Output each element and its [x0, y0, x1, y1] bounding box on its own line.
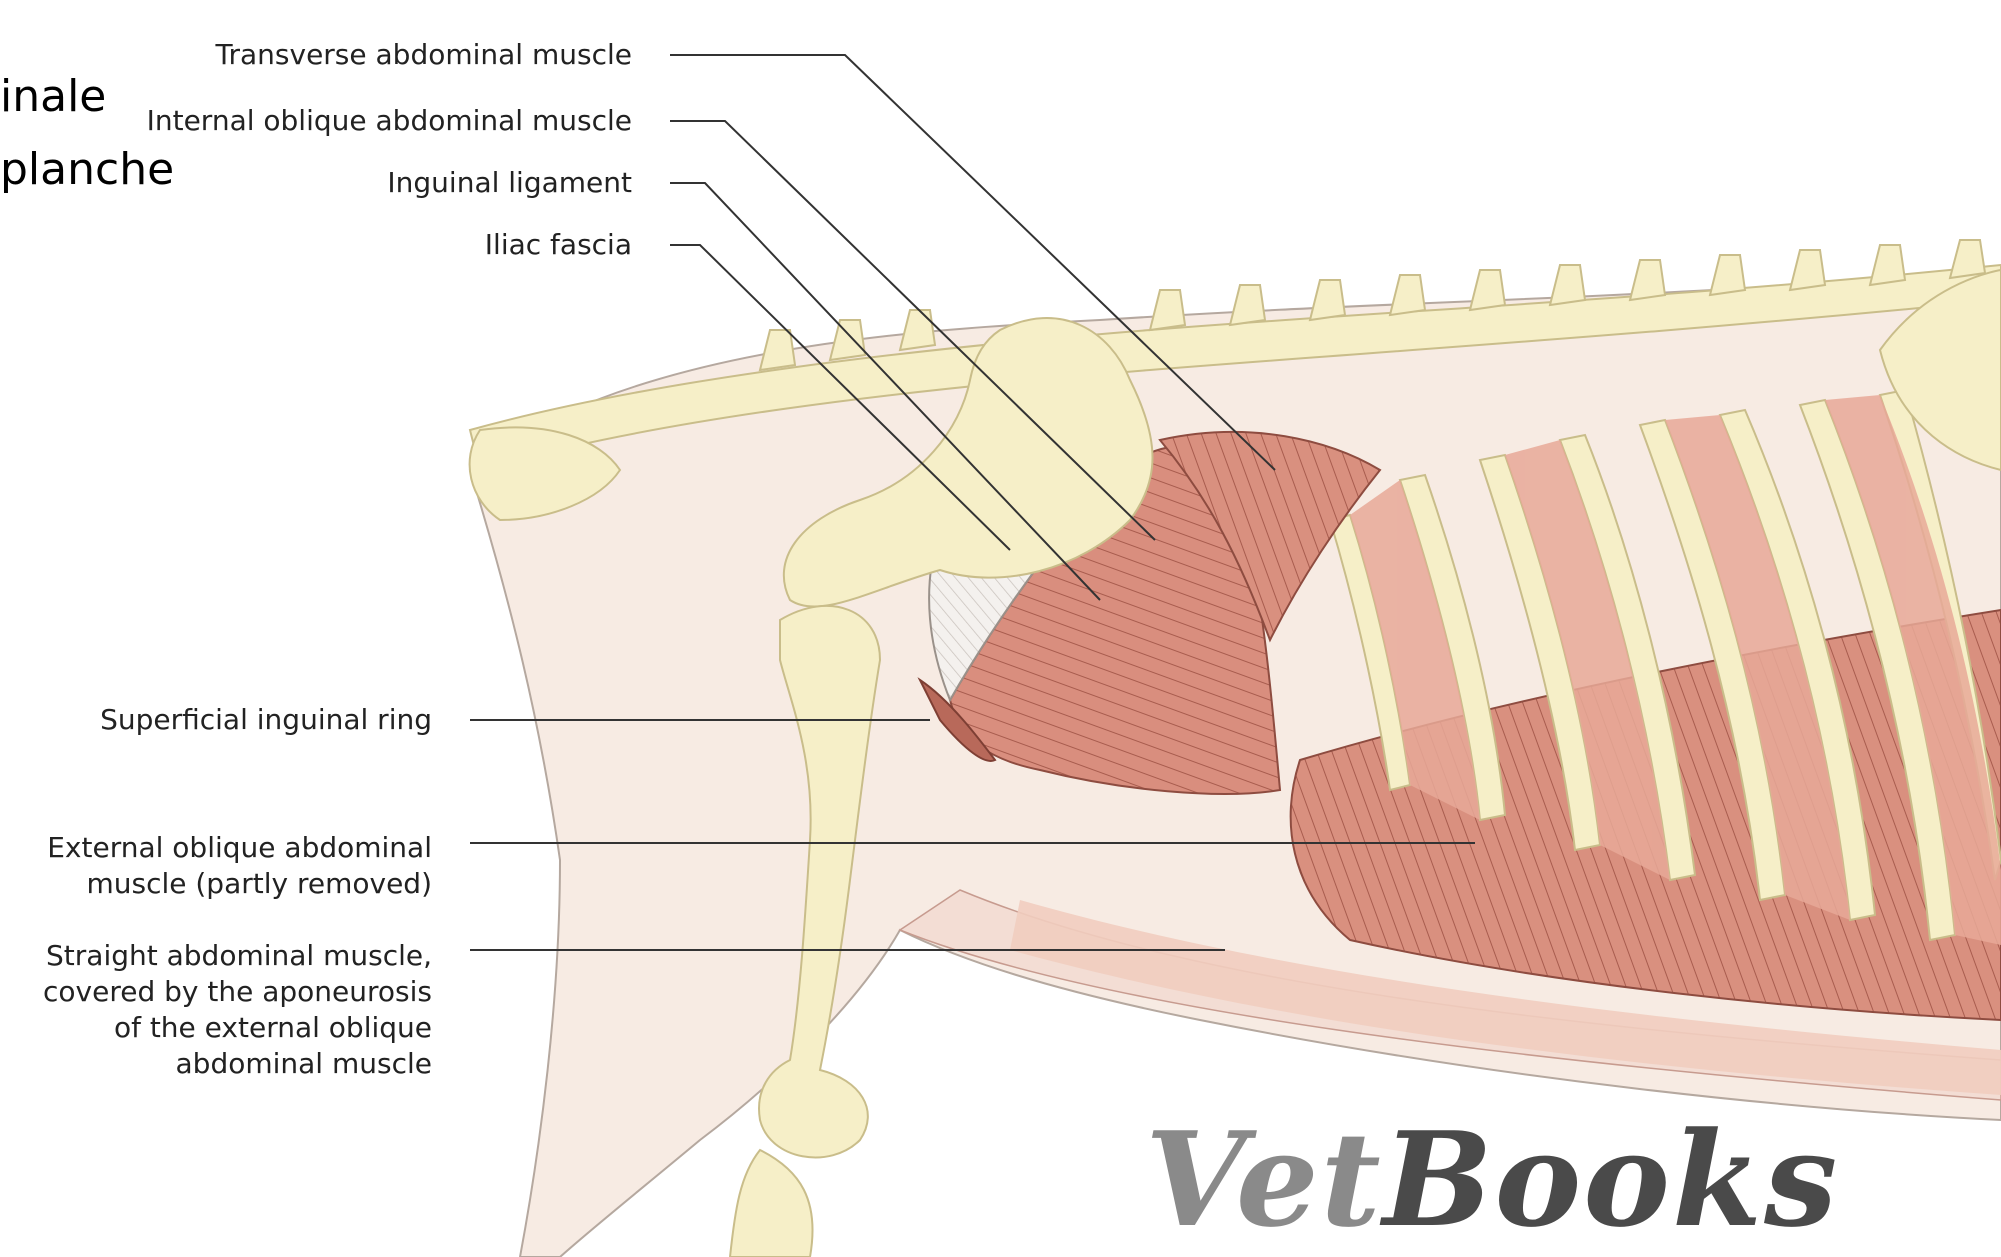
leader-inguinal-ligament	[670, 182, 1101, 601]
intercostal-muscles	[1350, 395, 2001, 945]
superficial-inguinal-ring-shape	[917, 677, 997, 762]
watermark-part-1: Vet	[1145, 1103, 1383, 1256]
tibia	[728, 1148, 814, 1257]
title-fragment-1: inale	[0, 71, 107, 122]
transverse-muscle-shape	[1158, 431, 1382, 643]
spinous-processes	[758, 239, 1987, 372]
label-straight-abdominal-muscle: Straight abdominal muscle, covered by th…	[43, 938, 432, 1082]
vertebral-column	[468, 263, 2001, 472]
label-straight-line-4: abdominal muscle	[175, 1047, 432, 1080]
label-straight-line-3: of the external oblique	[113, 1011, 432, 1044]
leader-iliac-fascia	[670, 244, 1011, 551]
watermark-part-2: Books	[1382, 1103, 1840, 1256]
title-fragment-2: planche	[0, 144, 175, 195]
label-internal-oblique-abdominal-muscle: Internal oblique abdominal muscle	[146, 104, 632, 137]
label-external-oblique-abdominal-muscle: External oblique abdominal muscle (partl…	[47, 830, 432, 902]
label-external-oblique-line-2: muscle (partly removed)	[86, 867, 432, 900]
label-external-oblique-line-1: External oblique abdominal	[47, 831, 432, 864]
leader-transverse	[670, 54, 1276, 471]
label-superficial-inguinal-ring: Superficial inguinal ring	[100, 703, 432, 736]
leader-internal-oblique	[670, 120, 1156, 541]
straight-abdominal-muscle-shape	[1010, 900, 2001, 1095]
label-inguinal-ligament: Inguinal ligament	[387, 166, 632, 199]
femur	[758, 604, 882, 1159]
label-iliac-fascia: Iliac fascia	[484, 228, 632, 261]
label-straight-line-1: Straight abdominal muscle,	[46, 939, 432, 972]
tail	[468, 426, 622, 522]
scapula	[1878, 268, 2001, 472]
pelvis	[782, 317, 1154, 608]
leader-lines	[470, 54, 1475, 951]
vetbooks-watermark: VetBooks	[1145, 1115, 1839, 1245]
label-transverse-abdominal-muscle: Transverse abdominal muscle	[215, 38, 633, 71]
label-straight-line-2: covered by the aponeurosis	[43, 975, 432, 1008]
